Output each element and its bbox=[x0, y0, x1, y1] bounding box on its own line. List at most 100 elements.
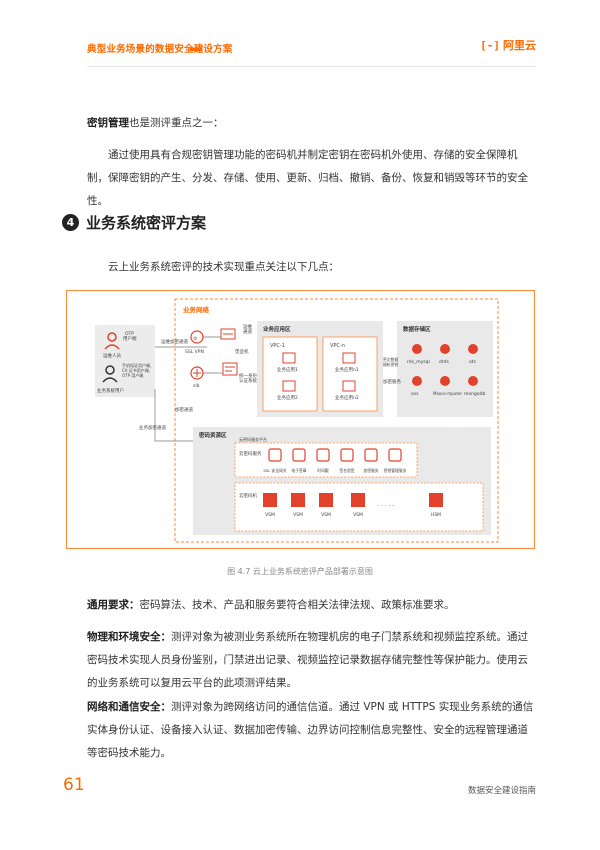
figure-caption: 图 4.7 云上业务系统密评产品部署示意图 bbox=[227, 567, 373, 576]
crypto-service-4-icon: 加密服务 bbox=[363, 448, 379, 473]
otp-line2: 用户端 bbox=[123, 335, 137, 342]
app-zone-label: 业务应用区 bbox=[263, 325, 291, 333]
crypto-service-2-label: 时间戳 bbox=[317, 468, 329, 473]
auth-system-label: 统一身份 认证系统 bbox=[239, 372, 258, 384]
network-security-paragraph: 网络和通信安全：测评对象为跨网络访问的通信信道。通过 VPN 或 HTTPS 实… bbox=[87, 696, 534, 765]
encrypt-svc-label: 加密服务 bbox=[383, 378, 401, 385]
biz-users-label: 业务系统用户 bbox=[97, 387, 124, 394]
general-rest: 密码算法、技术、产品和服务要符合相关法律法规、政策标准要求。 bbox=[139, 599, 455, 611]
ops-label: 运维人员 bbox=[103, 352, 121, 359]
crypto-service-1-icon: 电子签章 bbox=[291, 448, 307, 473]
general-bold: 通用要求： bbox=[87, 599, 140, 611]
vsm-0-icon: VSM bbox=[263, 493, 277, 518]
vsm-2-icon: VSM bbox=[319, 493, 333, 518]
general-requirements: 通用要求：密码算法、技术、产品和服务要符合相关法律法规、政策标准要求。 bbox=[87, 594, 534, 617]
db-label-4: Maxco-mputer bbox=[433, 391, 462, 396]
appn1-label: 业务应用n1 bbox=[335, 366, 359, 373]
mobile-ca-line3: OTP 用户端 bbox=[122, 372, 143, 378]
oss-icon bbox=[412, 376, 422, 386]
mobile-ca-label: 手机短证用户端、 CA 证书用户端、 OTP 用户端 bbox=[122, 362, 155, 378]
deployment-diagram-svg: 业务网络 OTP 用户端 运维人员 手机短证用户端、 CA 证书用户端、 OTP… bbox=[95, 298, 499, 543]
deployment-diagram: 业务网络 OTP 用户端 运维人员 手机短证用户端、 CA 证书用户端、 OTP… bbox=[66, 290, 535, 549]
brand-logo: [-] 阿里云 bbox=[480, 37, 536, 53]
crypto-service-2-icon: 时间戳 bbox=[316, 448, 330, 473]
key-backup-line1: 密文数据 bbox=[383, 357, 398, 362]
network-bold: 网络和通信安全： bbox=[87, 701, 171, 713]
header-divider bbox=[87, 66, 536, 67]
bastion-line2: 通道 bbox=[243, 328, 252, 335]
users-zone bbox=[95, 325, 155, 397]
vsm-1-label: VSM bbox=[293, 512, 303, 518]
vsm-2-label: VSM bbox=[321, 512, 331, 518]
enc-channel-label: 加密通道 bbox=[175, 406, 193, 413]
db-label-2: ots bbox=[469, 359, 477, 365]
mobile-ca-line1: 手机短证用户端、 bbox=[122, 362, 154, 368]
service-platform-label: 云密码服务平台 bbox=[239, 436, 267, 442]
data-zone-label: 数据存储区 bbox=[403, 325, 431, 333]
ots-icon bbox=[468, 344, 478, 354]
cloud-crypto-machine-label: 云密码机 bbox=[239, 492, 257, 499]
biz-channel-label: 业务加密通道 bbox=[139, 424, 166, 431]
app1-label: 业务应用1 bbox=[277, 366, 298, 373]
intro-line: 云上业务系统密评的技术实现重点关注以下几点： bbox=[108, 261, 339, 273]
appn2-icon bbox=[342, 380, 356, 392]
crypto-service-4-label: 加密服务 bbox=[363, 468, 378, 473]
auth-system-icon bbox=[222, 362, 238, 376]
vpc1-label: VPC-1 bbox=[270, 343, 285, 349]
crypto-service-0-label: SSL 安全网关 bbox=[263, 468, 287, 473]
auth-line1: 统一身份 bbox=[239, 372, 257, 379]
db-label-1: drds bbox=[439, 359, 449, 365]
fort-machine-label: 堡垒机 bbox=[235, 348, 249, 355]
cloud-server-icon bbox=[220, 328, 236, 340]
db-label-5: mongodb bbox=[464, 391, 485, 397]
drds-icon bbox=[440, 344, 450, 354]
crypto-zone-label: 密码资源区 bbox=[199, 431, 227, 439]
key-backup-line2: 随机密钥 bbox=[383, 362, 398, 367]
physical-rest: 测评对象为被测业务系统所在物理机房的电子门禁系统和视频监控系统。通过密码技术实现… bbox=[87, 631, 528, 689]
physical-bold: 物理和环境安全： bbox=[87, 631, 171, 643]
physical-security-paragraph: 物理和环境安全：测评对象为被测业务系统所在物理机房的电子门禁系统和视频监控系统。… bbox=[87, 626, 534, 695]
network-rest: 测评对象为跨网络访问的通信信道。通过 VPN 或 HTTPS 实现业务系统的通信… bbox=[87, 701, 534, 759]
hsm-icon: HSM bbox=[429, 493, 443, 518]
bastion-channel-label: 运维 通道 bbox=[243, 323, 253, 335]
bastion-line1: 运维 bbox=[243, 323, 252, 330]
slb-icon bbox=[190, 366, 204, 380]
hsm-label: HSM bbox=[431, 512, 441, 518]
app1-icon bbox=[282, 352, 296, 364]
service-icons-group: SSL 安全网关电子签章 时间戳 签名验签加密服务 密钥管理服务 bbox=[263, 448, 407, 473]
otp-label: OTP 用户端 bbox=[123, 331, 137, 342]
ops-channel-label: 运维加密通道 bbox=[161, 338, 188, 345]
appn1-icon bbox=[342, 352, 356, 364]
vpc1-box bbox=[262, 336, 318, 412]
mobile-ca-line2: CA 证书用户端、 bbox=[122, 367, 153, 373]
appn2-label: 业务应用n2 bbox=[335, 394, 359, 401]
footer-doc-title: 数据安全建设指南 bbox=[467, 786, 536, 796]
section-number-badge: 4 bbox=[62, 214, 79, 231]
vsm-ellipsis: · · · · · bbox=[377, 503, 394, 510]
user-person-icon bbox=[102, 365, 118, 383]
app2-icon bbox=[282, 380, 296, 392]
business-network-zone bbox=[174, 298, 499, 543]
vsm-0-label: VSM bbox=[265, 512, 275, 518]
key-mgmt-bold: 密钥管理 bbox=[87, 117, 129, 129]
section-heading: 4 业务系统密评方案 bbox=[62, 212, 206, 233]
section-title: 业务系统密评方案 bbox=[86, 214, 207, 232]
maxcompute-icon bbox=[440, 376, 450, 386]
vsm-3-label: VSM bbox=[353, 512, 363, 518]
ssl-vpn-glyph: ⚙ bbox=[193, 336, 198, 342]
page-number: 61 bbox=[63, 775, 85, 795]
crypto-service-5-label: 密钥管理服务 bbox=[384, 468, 407, 473]
vsm-icons-group: VSM VSM VSM VSM HSM bbox=[263, 493, 443, 518]
business-network-label: 业务网络 bbox=[183, 305, 210, 314]
auth-line2: 认证系统 bbox=[239, 377, 257, 384]
data-zone bbox=[397, 321, 493, 417]
brand-name: 阿里云 bbox=[503, 39, 536, 52]
crypto-service-1-label: 电子签章 bbox=[291, 468, 306, 473]
vpcn-box bbox=[322, 336, 378, 412]
key-backup-label: 密文数据 随机密钥 bbox=[383, 357, 399, 367]
rds-mysql-icon bbox=[412, 344, 422, 354]
header-title: 典型业务场景的数据安全建设方案 bbox=[87, 44, 233, 55]
app2-label: 业务应用2 bbox=[277, 394, 298, 401]
crypto-service-3-icon: 签名验签 bbox=[339, 448, 355, 473]
otp-line1: OTP bbox=[125, 331, 134, 337]
